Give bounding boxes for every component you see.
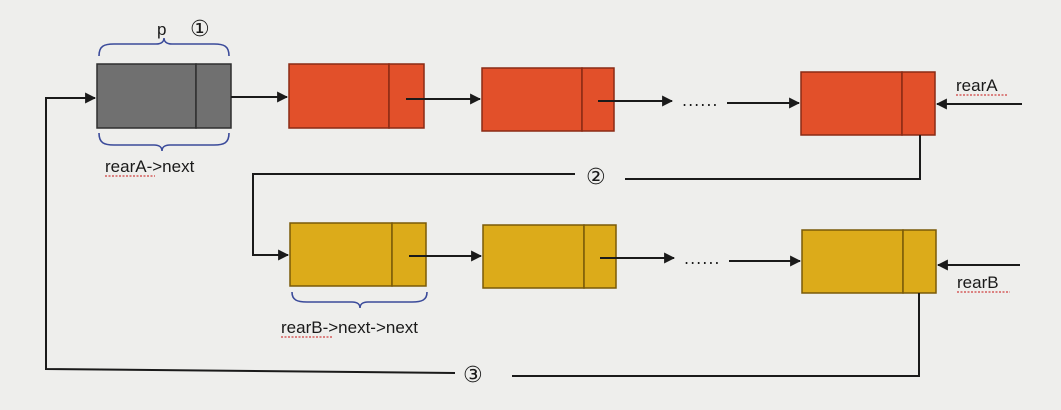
- rearb-label: rearB: [957, 273, 999, 292]
- step-1-label: ①: [190, 17, 210, 42]
- list-a-node-last-pointer: [901, 71, 936, 136]
- head-node: [96, 63, 232, 129]
- list-a-node-2: [481, 67, 615, 132]
- list-b-node-1-pointer: [391, 222, 427, 287]
- list-b-node-last-data: [801, 229, 904, 294]
- step-3-label: ③: [463, 363, 483, 388]
- list-a-node-1-pointer: [388, 63, 425, 129]
- reara-next-label: rearA->next: [105, 157, 195, 176]
- head-node-data: [96, 63, 197, 129]
- pointer-p-label: p: [157, 20, 166, 39]
- list-b-node-1-data: [289, 222, 393, 287]
- link-step-2-right: [625, 135, 921, 180]
- list-b-node-2-pointer: [583, 224, 617, 289]
- link-step-2-left: [252, 173, 575, 261]
- list-b-node-2: [482, 224, 617, 289]
- list-a-node-last: [800, 71, 936, 136]
- head-node-pointer: [195, 63, 232, 129]
- step-2-label: ②: [586, 165, 606, 190]
- reara-label: rearA: [956, 76, 998, 95]
- list-b-node-1: [289, 222, 427, 287]
- list-b-node-2-data: [482, 224, 585, 289]
- list-a-node-2-data: [481, 67, 583, 132]
- link-step-3-right: [512, 293, 920, 377]
- list-a-node-1: [288, 63, 425, 129]
- list-a-node-last-data: [800, 71, 903, 136]
- list-b-node-last-pointer: [902, 229, 937, 294]
- rearb-next-next-label: rearB->next->next: [281, 318, 418, 337]
- brace-top-head: [98, 37, 230, 57]
- list-a-node-1-data: [288, 63, 390, 129]
- ellipsis-b: ......: [684, 249, 721, 268]
- link-step-3-left: [45, 92, 456, 374]
- list-a-node-2-pointer: [581, 67, 615, 132]
- ellipsis-a: ......: [682, 91, 719, 110]
- brace-bottom-head: [98, 132, 230, 152]
- brace-bottom-b1: [291, 291, 428, 309]
- list-b-node-last: [801, 229, 937, 294]
